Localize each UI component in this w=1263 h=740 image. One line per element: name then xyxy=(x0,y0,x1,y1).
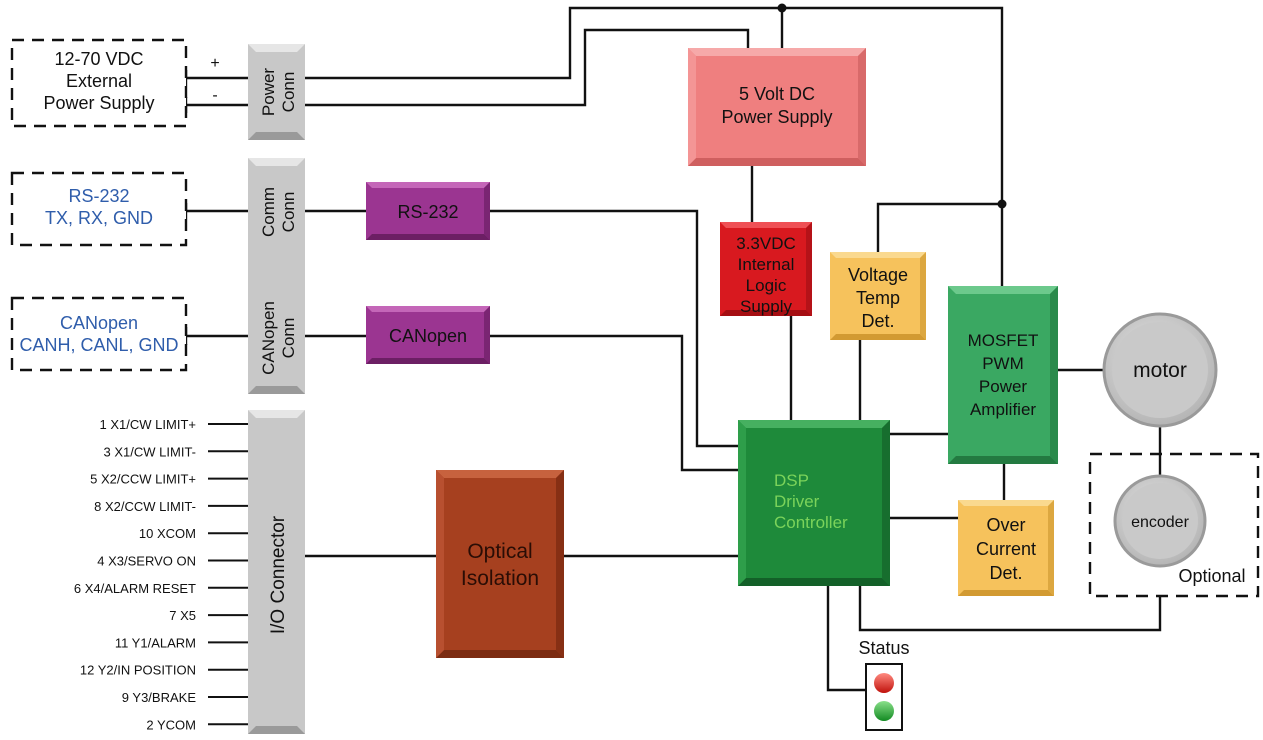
status-led-green xyxy=(874,701,894,721)
io-connector-label: I/O Connector xyxy=(268,515,289,634)
mosfet-amplifier-block: MOSFET PWM Power Amplifier xyxy=(948,286,1058,464)
comm-conn-line-2: Conn xyxy=(279,192,298,233)
mosfet-line-3: Power xyxy=(979,377,1028,396)
logic-supply-block: 3.3VDC Internal Logic Supply xyxy=(720,222,812,316)
external-rs232: RS-232 TX, RX, GND xyxy=(10,171,188,247)
io-pin-label: 3 X1/CW LIMIT- xyxy=(104,444,196,459)
external-supply-line-1: 12-70 VDC xyxy=(54,49,143,69)
comm-canopen-conn: Comm Conn CANopen Conn xyxy=(248,158,305,394)
logic-supply-line-1: 3.3VDC xyxy=(736,234,796,253)
rs232-ext-line-1: RS-232 xyxy=(68,186,129,206)
io-pin-label: 11 Y1/ALARM xyxy=(115,635,196,650)
five-volt-supply-block: 5 Volt DC Power Supply xyxy=(688,48,866,166)
external-canopen: CANopen CANH, CANL, GND xyxy=(10,296,188,372)
io-pin-label: 1 X1/CW LIMIT+ xyxy=(100,417,196,432)
io-pin-label: 2 YCOM xyxy=(146,717,196,732)
power-conn: Power Conn xyxy=(248,44,305,140)
optional-encoder-group: encoder Optional xyxy=(1088,452,1260,598)
logic-supply-line-4: Supply xyxy=(740,297,792,316)
io-connector: I/O Connector xyxy=(248,410,305,734)
rs232-block-label: RS-232 xyxy=(397,202,458,222)
canopen-block-label: CANopen xyxy=(389,326,467,346)
five-volt-line-2: Power Supply xyxy=(721,107,832,127)
mosfet-line-4: Amplifier xyxy=(970,400,1036,419)
external-power-supply: 12-70 VDC External Power Supply xyxy=(10,38,188,128)
io-pin-label: 10 XCOM xyxy=(139,526,196,541)
external-supply-line-3: Power Supply xyxy=(43,93,154,113)
io-pin-labels: 1 X1/CW LIMIT+ 3 X1/CW LIMIT- 5 X2/CCW LIM… xyxy=(74,417,196,732)
minus-label: - xyxy=(212,87,217,104)
encoder-label: encoder xyxy=(1131,514,1189,531)
mosfet-line-1: MOSFET xyxy=(968,331,1039,350)
io-pin-label: 6 X4/ALARM RESET xyxy=(74,581,196,596)
canopen-block: CANopen xyxy=(366,306,490,364)
motor-label: motor xyxy=(1133,359,1187,382)
io-pin-label: 5 X2/CCW LIMIT+ xyxy=(90,472,196,487)
canopen-conn-line-2: Conn xyxy=(279,318,298,359)
optical-isolation-block: Optical Isolation xyxy=(436,470,564,658)
motor: motor xyxy=(1102,312,1218,428)
status-label: Status xyxy=(858,638,909,658)
status-led-red xyxy=(874,673,894,693)
wires xyxy=(184,3,1162,692)
plus-label: + xyxy=(210,55,219,72)
voltage-temp-line-2: Temp xyxy=(856,288,900,308)
optional-label: Optional xyxy=(1178,566,1245,586)
power-conn-line-2: Conn xyxy=(279,72,298,113)
io-pin-label: 8 X2/CCW LIMIT- xyxy=(94,499,196,514)
canopen-ext-line-2: CANH, CANL, GND xyxy=(19,335,178,355)
external-supply-line-2: External xyxy=(66,71,132,91)
over-current-line-2: Current xyxy=(976,539,1036,559)
voltage-temp-line-1: Voltage xyxy=(848,265,908,285)
over-current-block: Over Current Det. xyxy=(958,500,1054,596)
io-pin-label: 12 Y2/IN POSITION xyxy=(80,663,196,678)
over-current-line-3: Det. xyxy=(989,563,1022,583)
io-pin-label: 7 X5 xyxy=(169,608,196,623)
comm-conn-line-1: Comm xyxy=(259,187,278,237)
optical-isolation-line-1: Optical xyxy=(467,540,532,563)
rs232-ext-line-2: TX, RX, GND xyxy=(45,208,153,228)
mosfet-line-2: PWM xyxy=(982,354,1024,373)
io-pin-label: 4 X3/SERVO ON xyxy=(97,554,196,569)
logic-supply-line-3: Logic xyxy=(746,276,787,295)
dsp-line-3: Controller xyxy=(774,513,848,532)
rs232-block: RS-232 xyxy=(366,182,490,240)
dsp-line-2: Driver xyxy=(774,492,820,511)
logic-supply-line-2: Internal xyxy=(738,255,795,274)
five-volt-line-1: 5 Volt DC xyxy=(739,84,815,104)
canopen-ext-line-1: CANopen xyxy=(60,313,138,333)
status-indicator: Status xyxy=(858,638,910,731)
io-pin-label: 9 Y3/BRAKE xyxy=(122,690,197,705)
canopen-conn-line-1: CANopen xyxy=(259,301,278,375)
voltage-temp-block: Voltage Temp Det. xyxy=(830,252,926,340)
power-conn-line-1: Power xyxy=(259,68,278,117)
io-pin-wires xyxy=(208,423,248,726)
over-current-line-1: Over xyxy=(986,515,1025,535)
optical-isolation-line-2: Isolation xyxy=(461,567,539,590)
dsp-controller-block: DSP Driver Controller xyxy=(738,420,890,586)
voltage-temp-line-3: Det. xyxy=(861,311,894,331)
dsp-line-1: DSP xyxy=(774,471,809,490)
